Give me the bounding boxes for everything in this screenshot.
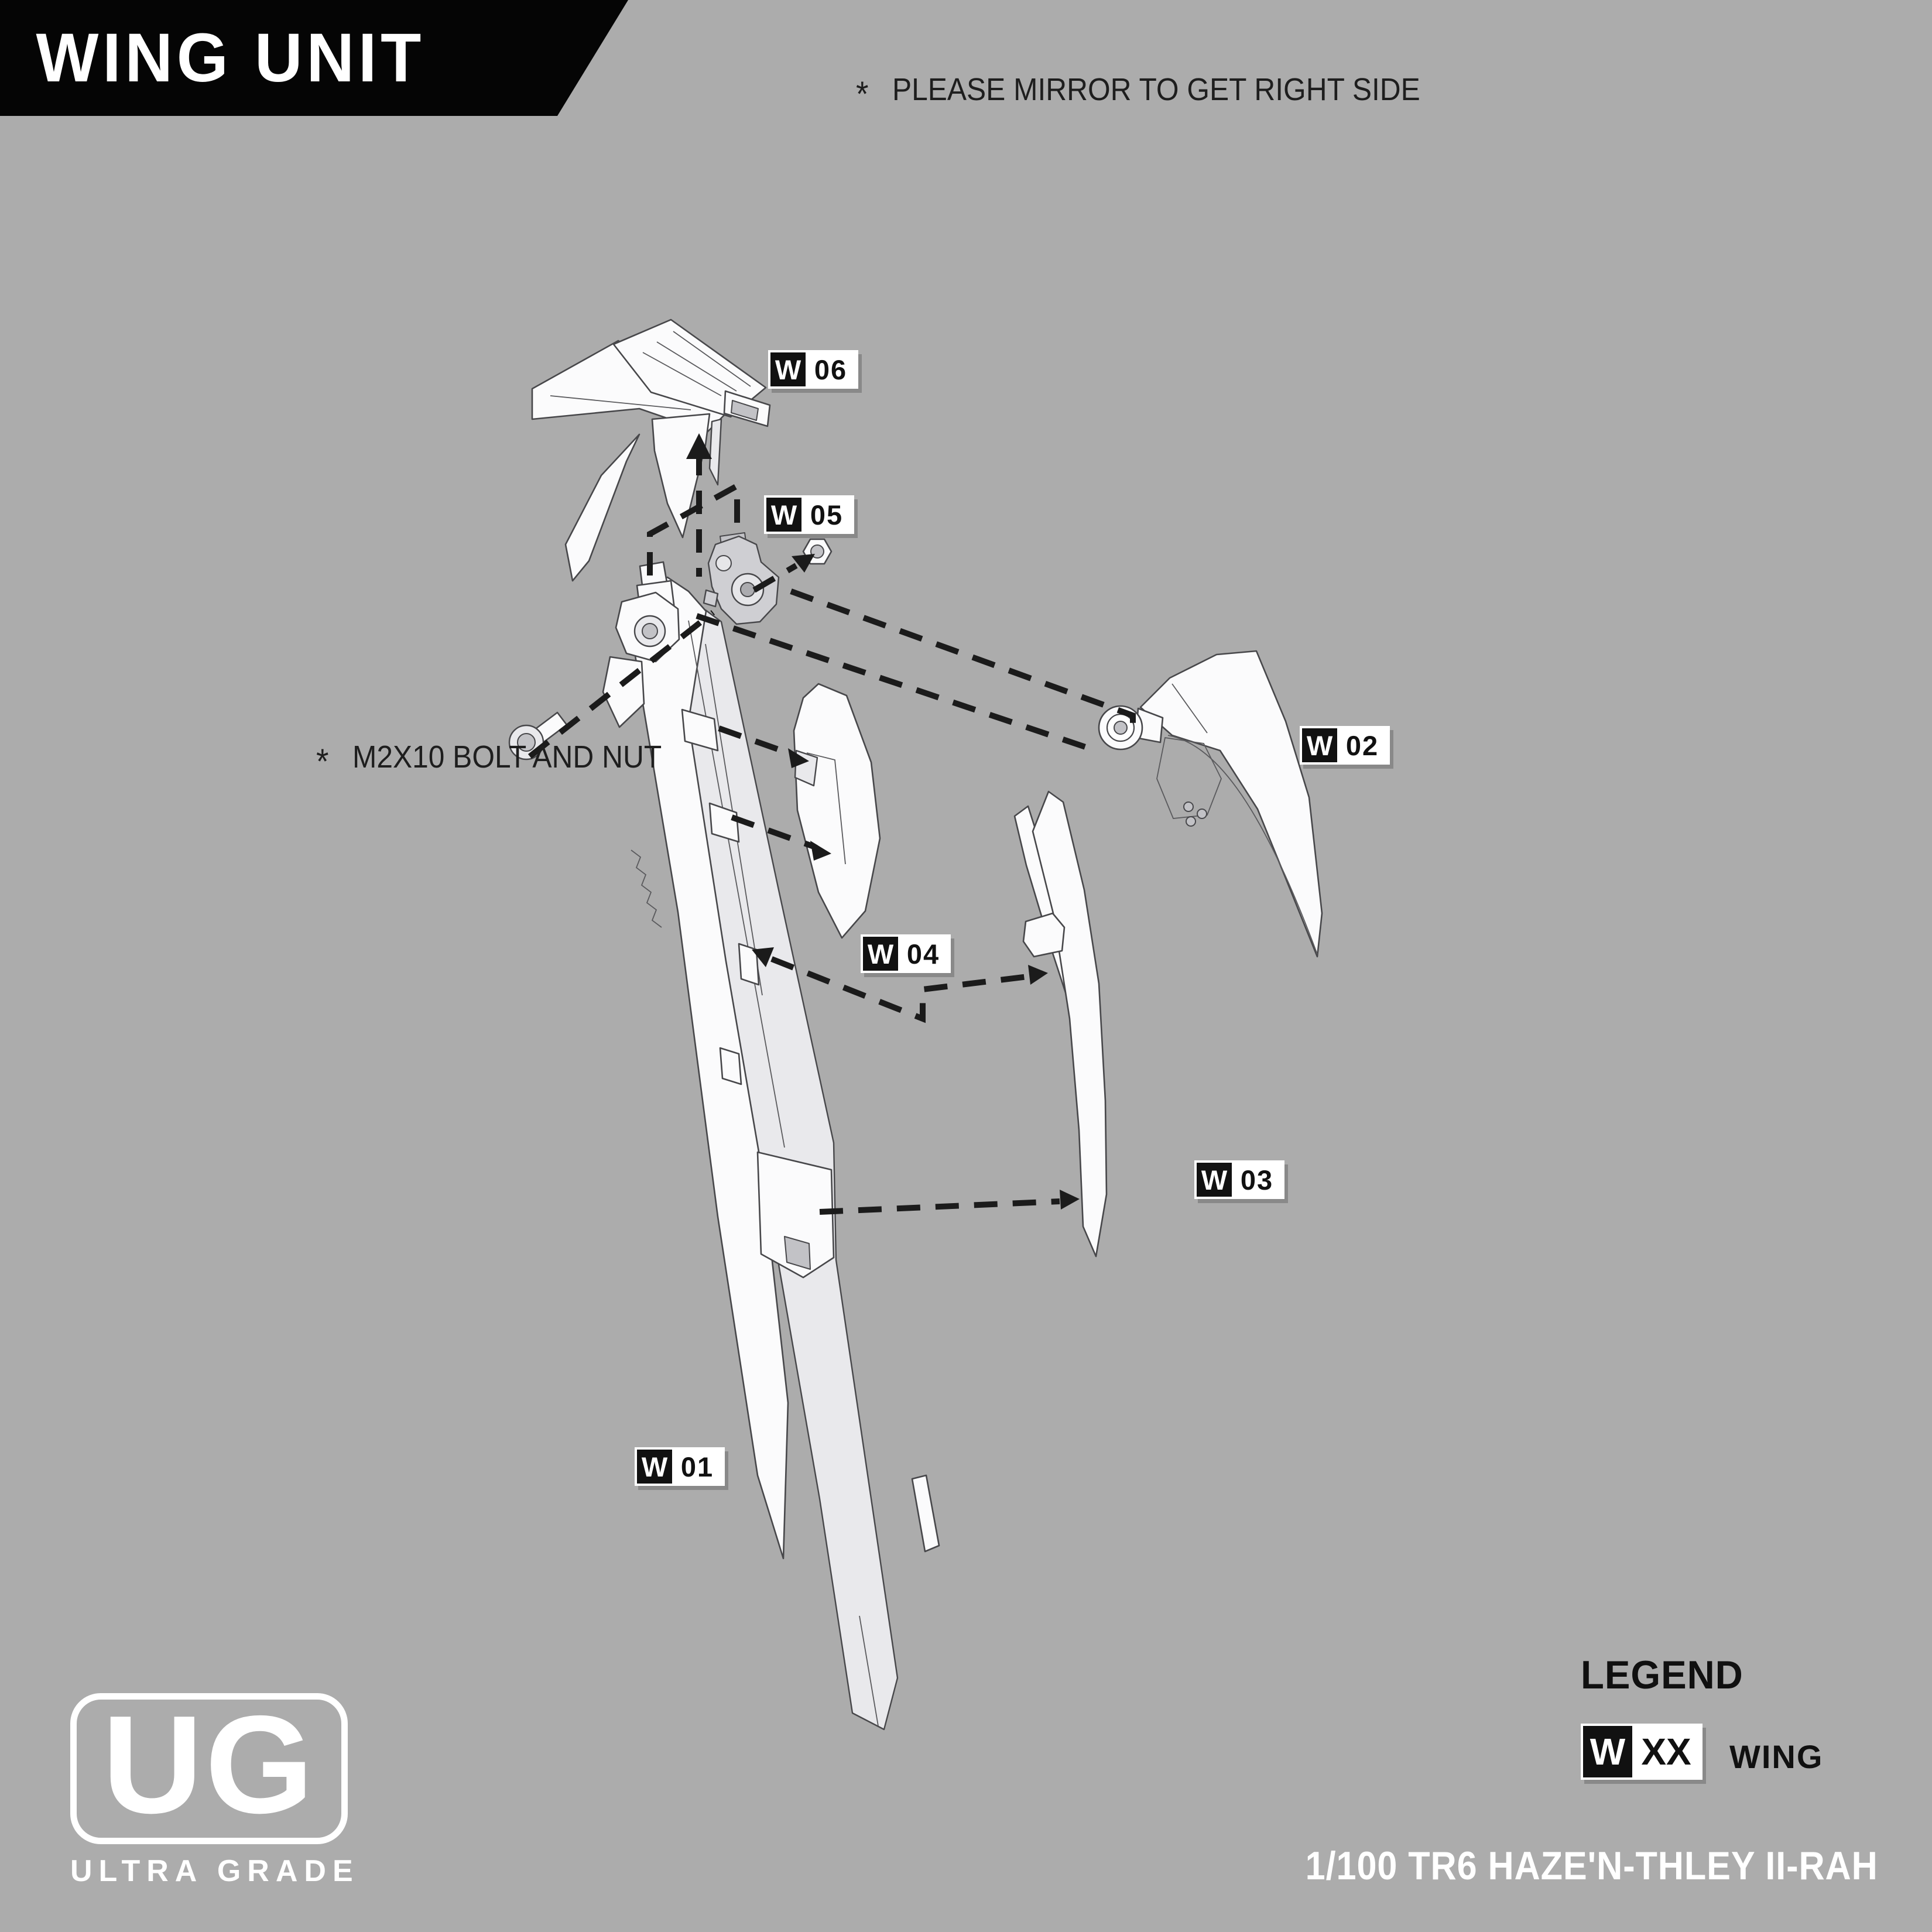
part-w06-wing-tip-assembly bbox=[531, 318, 771, 582]
label-prefix: W bbox=[770, 352, 806, 386]
dashed-connector-lines bbox=[527, 433, 1136, 1215]
note-mirror-text: PLEASE MIRROR TO GET RIGHT SIDE bbox=[892, 72, 1420, 107]
part-label-w05: W 05 bbox=[764, 495, 854, 534]
ultra-grade-logo: UG bbox=[70, 1693, 348, 1844]
dashed-line-w04-lower bbox=[731, 814, 815, 849]
w04-lower-arrowhead bbox=[810, 841, 831, 861]
label-number: 06 bbox=[806, 352, 856, 386]
part-label-w02: W 02 bbox=[1300, 726, 1390, 765]
legend-title: LEGEND bbox=[1581, 1653, 1743, 1697]
label-prefix: W bbox=[766, 498, 801, 532]
dashed-line-to-w03 bbox=[819, 1198, 1060, 1215]
kit-title: 1/100 TR6 HAZE'N-THLEY II-RAH bbox=[1305, 1844, 1878, 1888]
label-prefix: W bbox=[637, 1450, 672, 1484]
nut-arrowhead bbox=[792, 554, 815, 573]
label-prefix: W bbox=[1197, 1163, 1232, 1197]
legend-badge-prefix: W bbox=[1583, 1726, 1632, 1777]
part-w05-hinge-joint bbox=[703, 532, 780, 625]
logo-subtitle: ULTRA GRADE bbox=[70, 1854, 359, 1888]
dashed-line-bolt-to-hinge bbox=[527, 610, 715, 759]
part-w04-wing-pod bbox=[793, 683, 881, 939]
dashed-line-to-w02-lower bbox=[696, 613, 1097, 753]
w04-right-arrowhead bbox=[1028, 965, 1048, 985]
dashed-line-to-nut bbox=[752, 563, 798, 593]
dashed-line-w05-bracket bbox=[647, 481, 740, 576]
part-label-w03: W 03 bbox=[1194, 1160, 1284, 1199]
legend-description: WING bbox=[1729, 1738, 1824, 1775]
part-label-w06: W 06 bbox=[768, 350, 858, 389]
dashed-line-to-w02-upper bbox=[790, 588, 1136, 734]
label-number: 04 bbox=[898, 937, 948, 971]
note-bolt-text: M2X10 BOLT AND NUT bbox=[352, 739, 662, 775]
part-w02-curved-blade bbox=[1098, 650, 1323, 958]
label-number: 03 bbox=[1232, 1163, 1282, 1197]
label-number: 05 bbox=[801, 498, 852, 532]
page-title: WING UNIT bbox=[36, 19, 425, 97]
w04-left-arrowhead bbox=[752, 947, 774, 967]
w03-arrowhead bbox=[1060, 1190, 1080, 1210]
asterisk-icon: * bbox=[856, 74, 869, 114]
part-w01-main-wing-spar bbox=[602, 561, 940, 1731]
part-w03-forked-blade bbox=[1013, 790, 1108, 1258]
dashed-line-w04-upper bbox=[718, 725, 793, 757]
banner: WING UNIT bbox=[0, 0, 628, 116]
part-label-w01: W 01 bbox=[635, 1447, 725, 1486]
part-label-w04: W 04 bbox=[861, 934, 951, 973]
label-number: 02 bbox=[1337, 728, 1388, 762]
w04-upper-arrowhead bbox=[788, 748, 809, 768]
up-arrowhead bbox=[686, 433, 712, 459]
dashed-leader-w04-label bbox=[770, 956, 1029, 1023]
label-prefix: W bbox=[1302, 728, 1337, 762]
legend-badge-number: XX bbox=[1632, 1726, 1700, 1777]
legend-badge: W XX bbox=[1581, 1724, 1703, 1780]
note-bolt: * M2X10 BOLT AND NUT bbox=[316, 739, 662, 781]
label-prefix: W bbox=[863, 937, 898, 971]
note-mirror: * PLEASE MIRROR TO GET RIGHT SIDE bbox=[856, 71, 1420, 114]
logo-initials: UG bbox=[102, 1687, 316, 1842]
label-number: 01 bbox=[672, 1450, 722, 1484]
asterisk-icon: * bbox=[316, 742, 329, 781]
